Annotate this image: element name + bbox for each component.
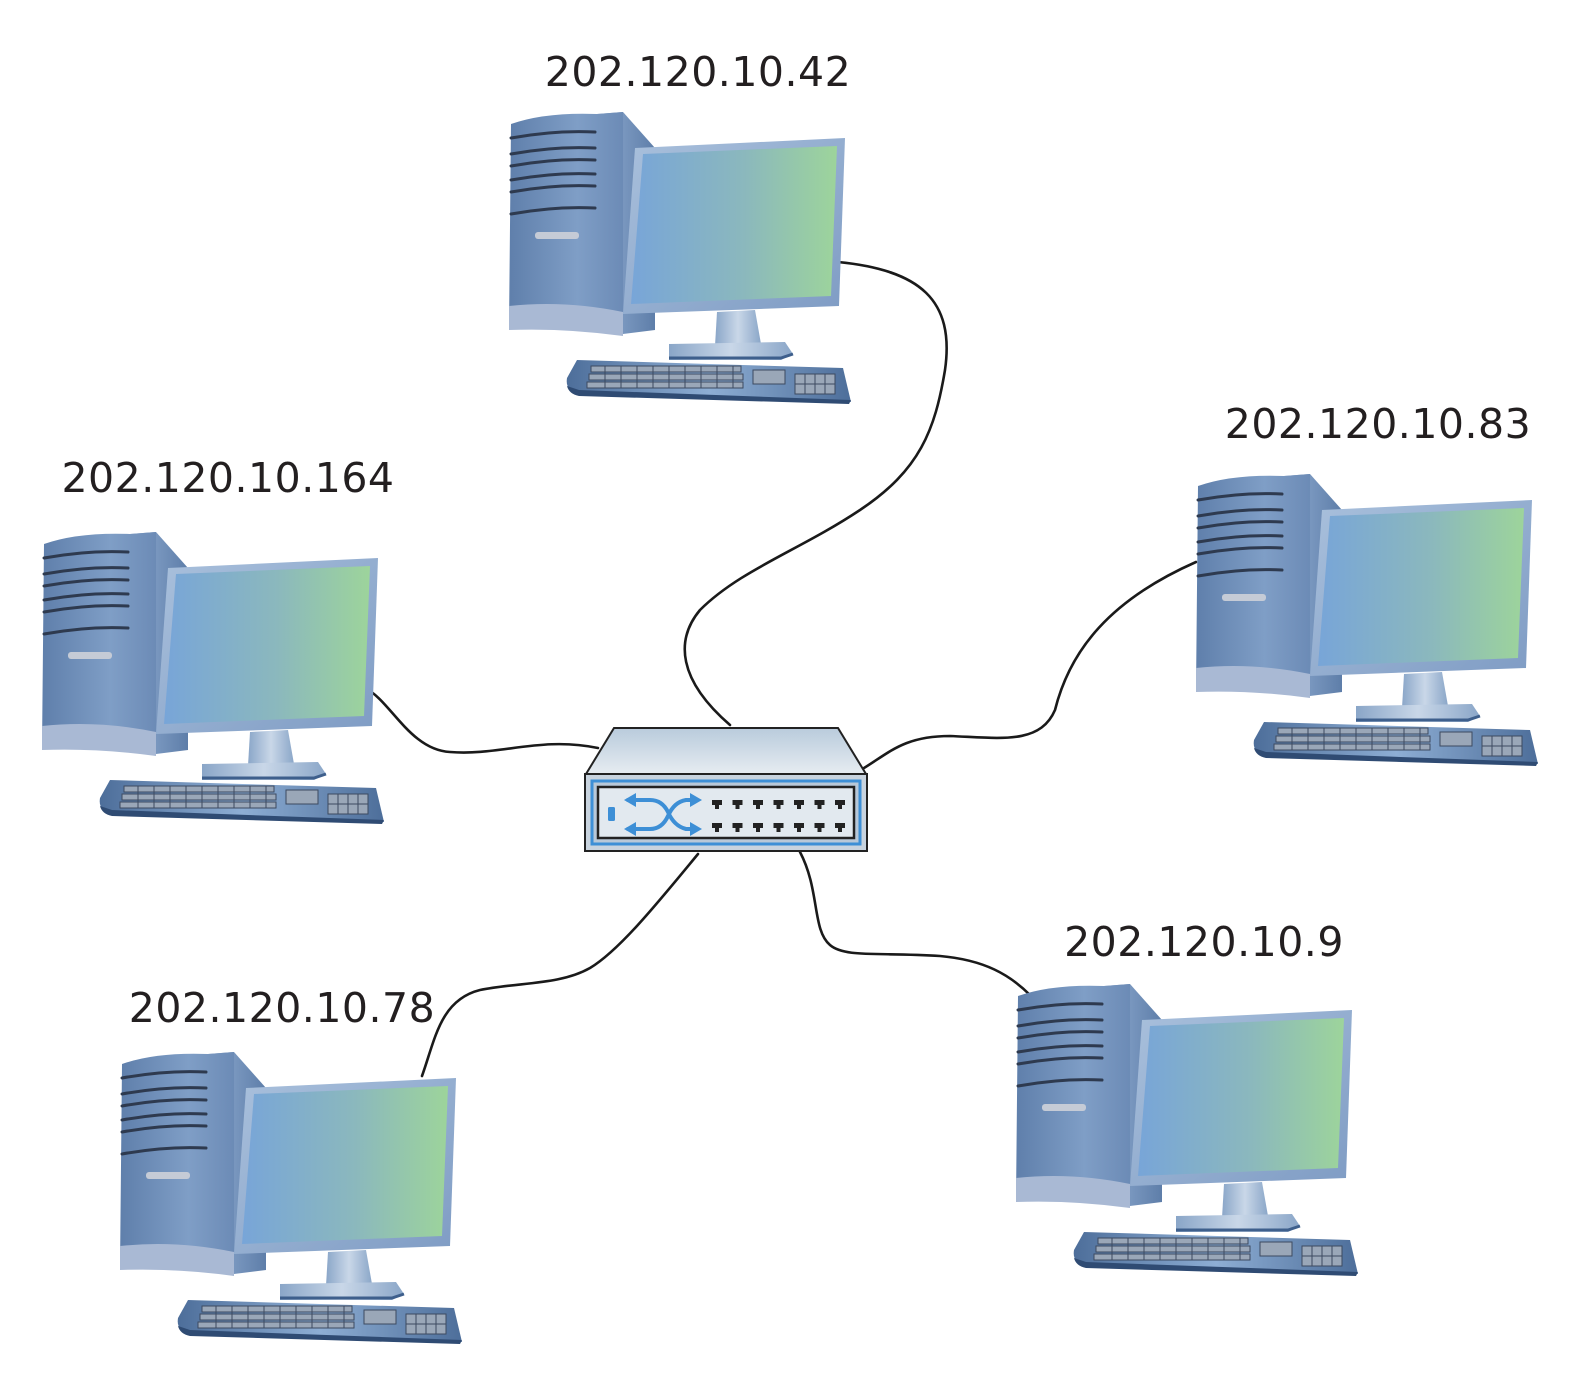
switch-port [712,800,722,809]
switch-port [753,823,763,832]
switch-port [835,823,845,832]
cable-bottom-right [798,850,1032,997]
switch-port [753,800,763,809]
cables [363,260,1198,1078]
switch-port [732,800,743,809]
ip-label: 202.120.10.9 [1064,918,1344,966]
cable-right [862,560,1198,770]
switch-port [835,800,845,809]
ip-label: 202.120.10.164 [61,454,394,502]
switch-port [814,823,825,832]
switch-arrows-icon [626,798,698,831]
host-top[interactable]: 202.120.10.42 [507,48,853,406]
network-switch [584,727,868,852]
ip-label: 202.120.10.42 [545,48,851,96]
host-right[interactable]: 202.120.10.83 [1194,400,1540,768]
ip-label: 202.120.10.78 [129,984,435,1032]
switch-led [608,807,615,821]
switch-top [584,727,868,775]
switch-port [773,800,784,809]
host-left[interactable]: 202.120.10.164 [40,454,395,826]
switch-port [732,823,743,832]
cable-top [683,260,948,727]
host-bottom-left[interactable]: 202.120.10.78 [118,984,464,1346]
host-bottom-right[interactable]: 202.120.10.9 [1014,918,1360,1278]
switch-port [794,800,804,809]
switch-port [712,823,722,832]
cable-bottom-left [420,852,700,1078]
switch-port [794,823,804,832]
switch-port [773,823,784,832]
switch-port [814,800,825,809]
ip-label: 202.120.10.83 [1225,400,1531,448]
switch-ports [712,800,845,832]
cable-left [363,686,600,754]
